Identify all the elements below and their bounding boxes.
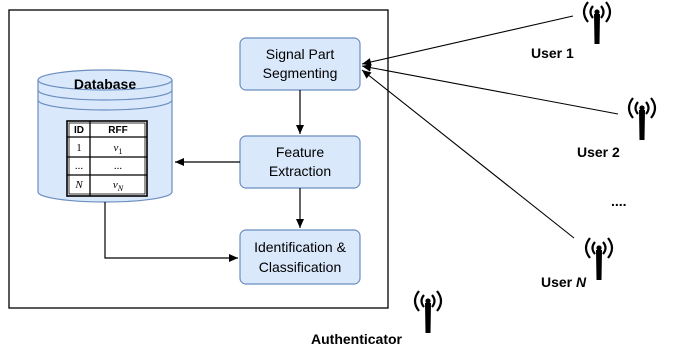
identification-label-line1: Identification & <box>254 239 346 255</box>
table-cell-id-1: 1 <box>76 142 82 154</box>
antenna-icon <box>584 236 614 282</box>
arrow-user2-signal <box>361 63 619 115</box>
table-cell-rff-2: ... <box>114 160 123 172</box>
segmenting-label-line2: Segmenting <box>263 65 338 81</box>
table-cell-id-3: N <box>74 179 83 191</box>
signal-segmenting-block: Signal Part Segmenting <box>239 37 361 91</box>
table-header-rff: RFF <box>108 125 127 136</box>
user-2-label: User 2 <box>577 144 620 160</box>
table-header-id: ID <box>74 125 84 136</box>
authenticator-label: Authenticator <box>311 331 403 347</box>
feature-label-line1: Feature <box>276 144 324 160</box>
arrow-database-to-identification <box>104 202 238 262</box>
feature-extraction-block: Feature Extraction <box>239 135 361 189</box>
identification-label-line2: Classification <box>259 259 341 275</box>
users-ellipsis: .... <box>611 193 627 209</box>
user-n-label: User N <box>541 274 587 290</box>
antenna-icon <box>627 96 657 142</box>
arrow-userN-signal <box>361 69 575 239</box>
database-title: Database <box>74 76 136 92</box>
user-1-label: User 1 <box>531 45 574 61</box>
database-table: ID RFF 1 v1 ... ... N vN <box>66 120 148 197</box>
segmenting-label-line1: Signal Part <box>266 46 335 62</box>
antenna-icon <box>582 0 612 46</box>
table-cell-rff-1: v1 <box>114 142 123 156</box>
identification-block: Identification & Classification <box>239 229 361 285</box>
table-cell-id-2: ... <box>75 160 84 172</box>
antenna-icon <box>413 289 443 335</box>
arrow-user1-signal <box>361 15 574 66</box>
feature-label-line2: Extraction <box>269 163 331 179</box>
table-cell-rff-3: vN <box>113 179 124 193</box>
